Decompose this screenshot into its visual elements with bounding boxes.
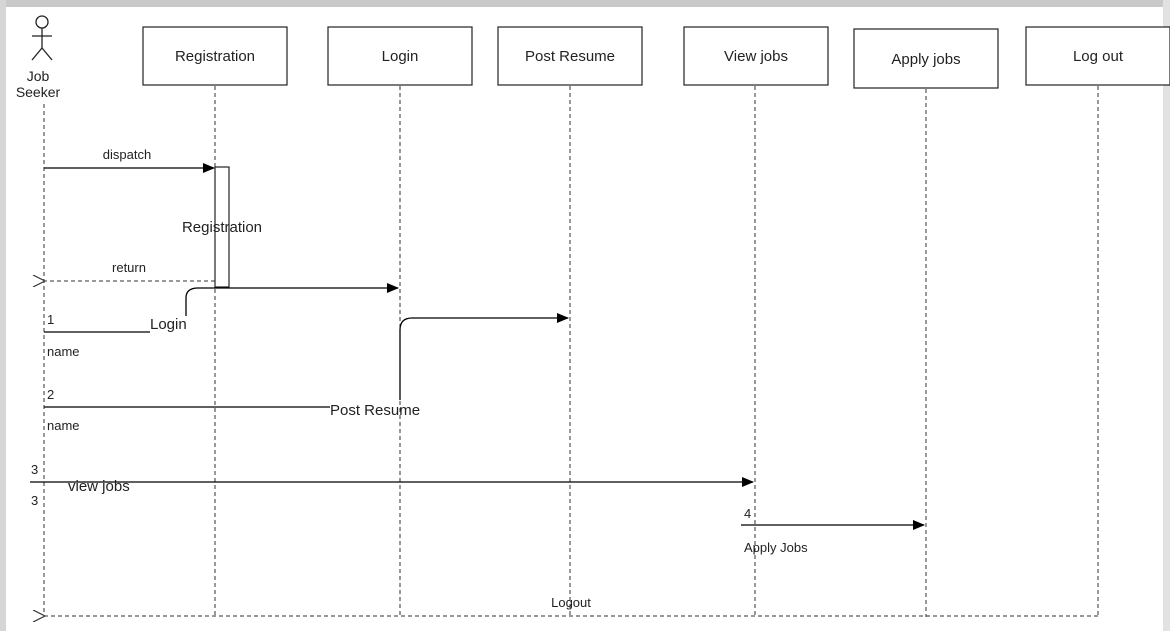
object-view-jobs-box [683, 26, 829, 86]
message-2-number: 2 [47, 387, 54, 402]
message-1-number: 1 [47, 312, 54, 327]
message-1-label: Login [150, 316, 187, 333]
object-log-out: Log out [1025, 26, 1170, 86]
message-4-label: Apply Jobs [744, 540, 808, 555]
activation-registration-label: Registration [182, 219, 262, 236]
actor-right-leg [41, 47, 53, 61]
actor-name-line2: Seeker [16, 84, 61, 100]
frame-top-edge [0, 0, 1170, 7]
message-2-label: Post Resume [330, 402, 420, 419]
actor-head [35, 15, 49, 29]
object-view-jobs: View jobs [683, 26, 829, 86]
object-view-jobs-label: View jobs [724, 48, 788, 65]
object-post-resume: Post Resume [497, 26, 643, 86]
object-post-resume-label: Post Resume [525, 48, 615, 65]
message-1-connector-arrow [185, 283, 399, 316]
object-registration: Registration [142, 26, 288, 86]
frame-left-edge [0, 0, 6, 631]
actor-left-leg [31, 47, 43, 61]
message-3-number-bottom: 3 [31, 493, 38, 508]
object-login: Login [327, 26, 473, 86]
actor-job-seeker: Job Seeker [16, 15, 61, 100]
message-return-label: return [112, 260, 146, 275]
object-login-label: Login [382, 48, 419, 65]
message-3-label: view jobs [68, 478, 130, 495]
actor-name-line1: Job [27, 68, 50, 84]
object-login-box [327, 26, 473, 86]
object-post-resume-box [497, 26, 643, 86]
object-registration-label: Registration [175, 48, 255, 65]
message-1-name: name [47, 344, 80, 359]
frame-right-edge [1163, 0, 1170, 631]
object-registration-box [142, 26, 288, 86]
message-3-number-top: 3 [31, 462, 38, 477]
activation-registration [214, 166, 230, 288]
message-4-number: 4 [744, 506, 751, 521]
object-log-out-box [1025, 26, 1170, 86]
message-2-name: name [47, 418, 80, 433]
message-dispatch-label: dispatch [103, 147, 151, 162]
object-log-out-label: Log out [1073, 48, 1124, 65]
object-apply-jobs-label: Apply jobs [891, 51, 960, 68]
object-apply-jobs: Apply jobs [853, 28, 999, 89]
message-logout-label: Logout [551, 595, 591, 610]
message-2-connector-arrow [399, 313, 569, 400]
object-apply-jobs-box [853, 28, 999, 89]
